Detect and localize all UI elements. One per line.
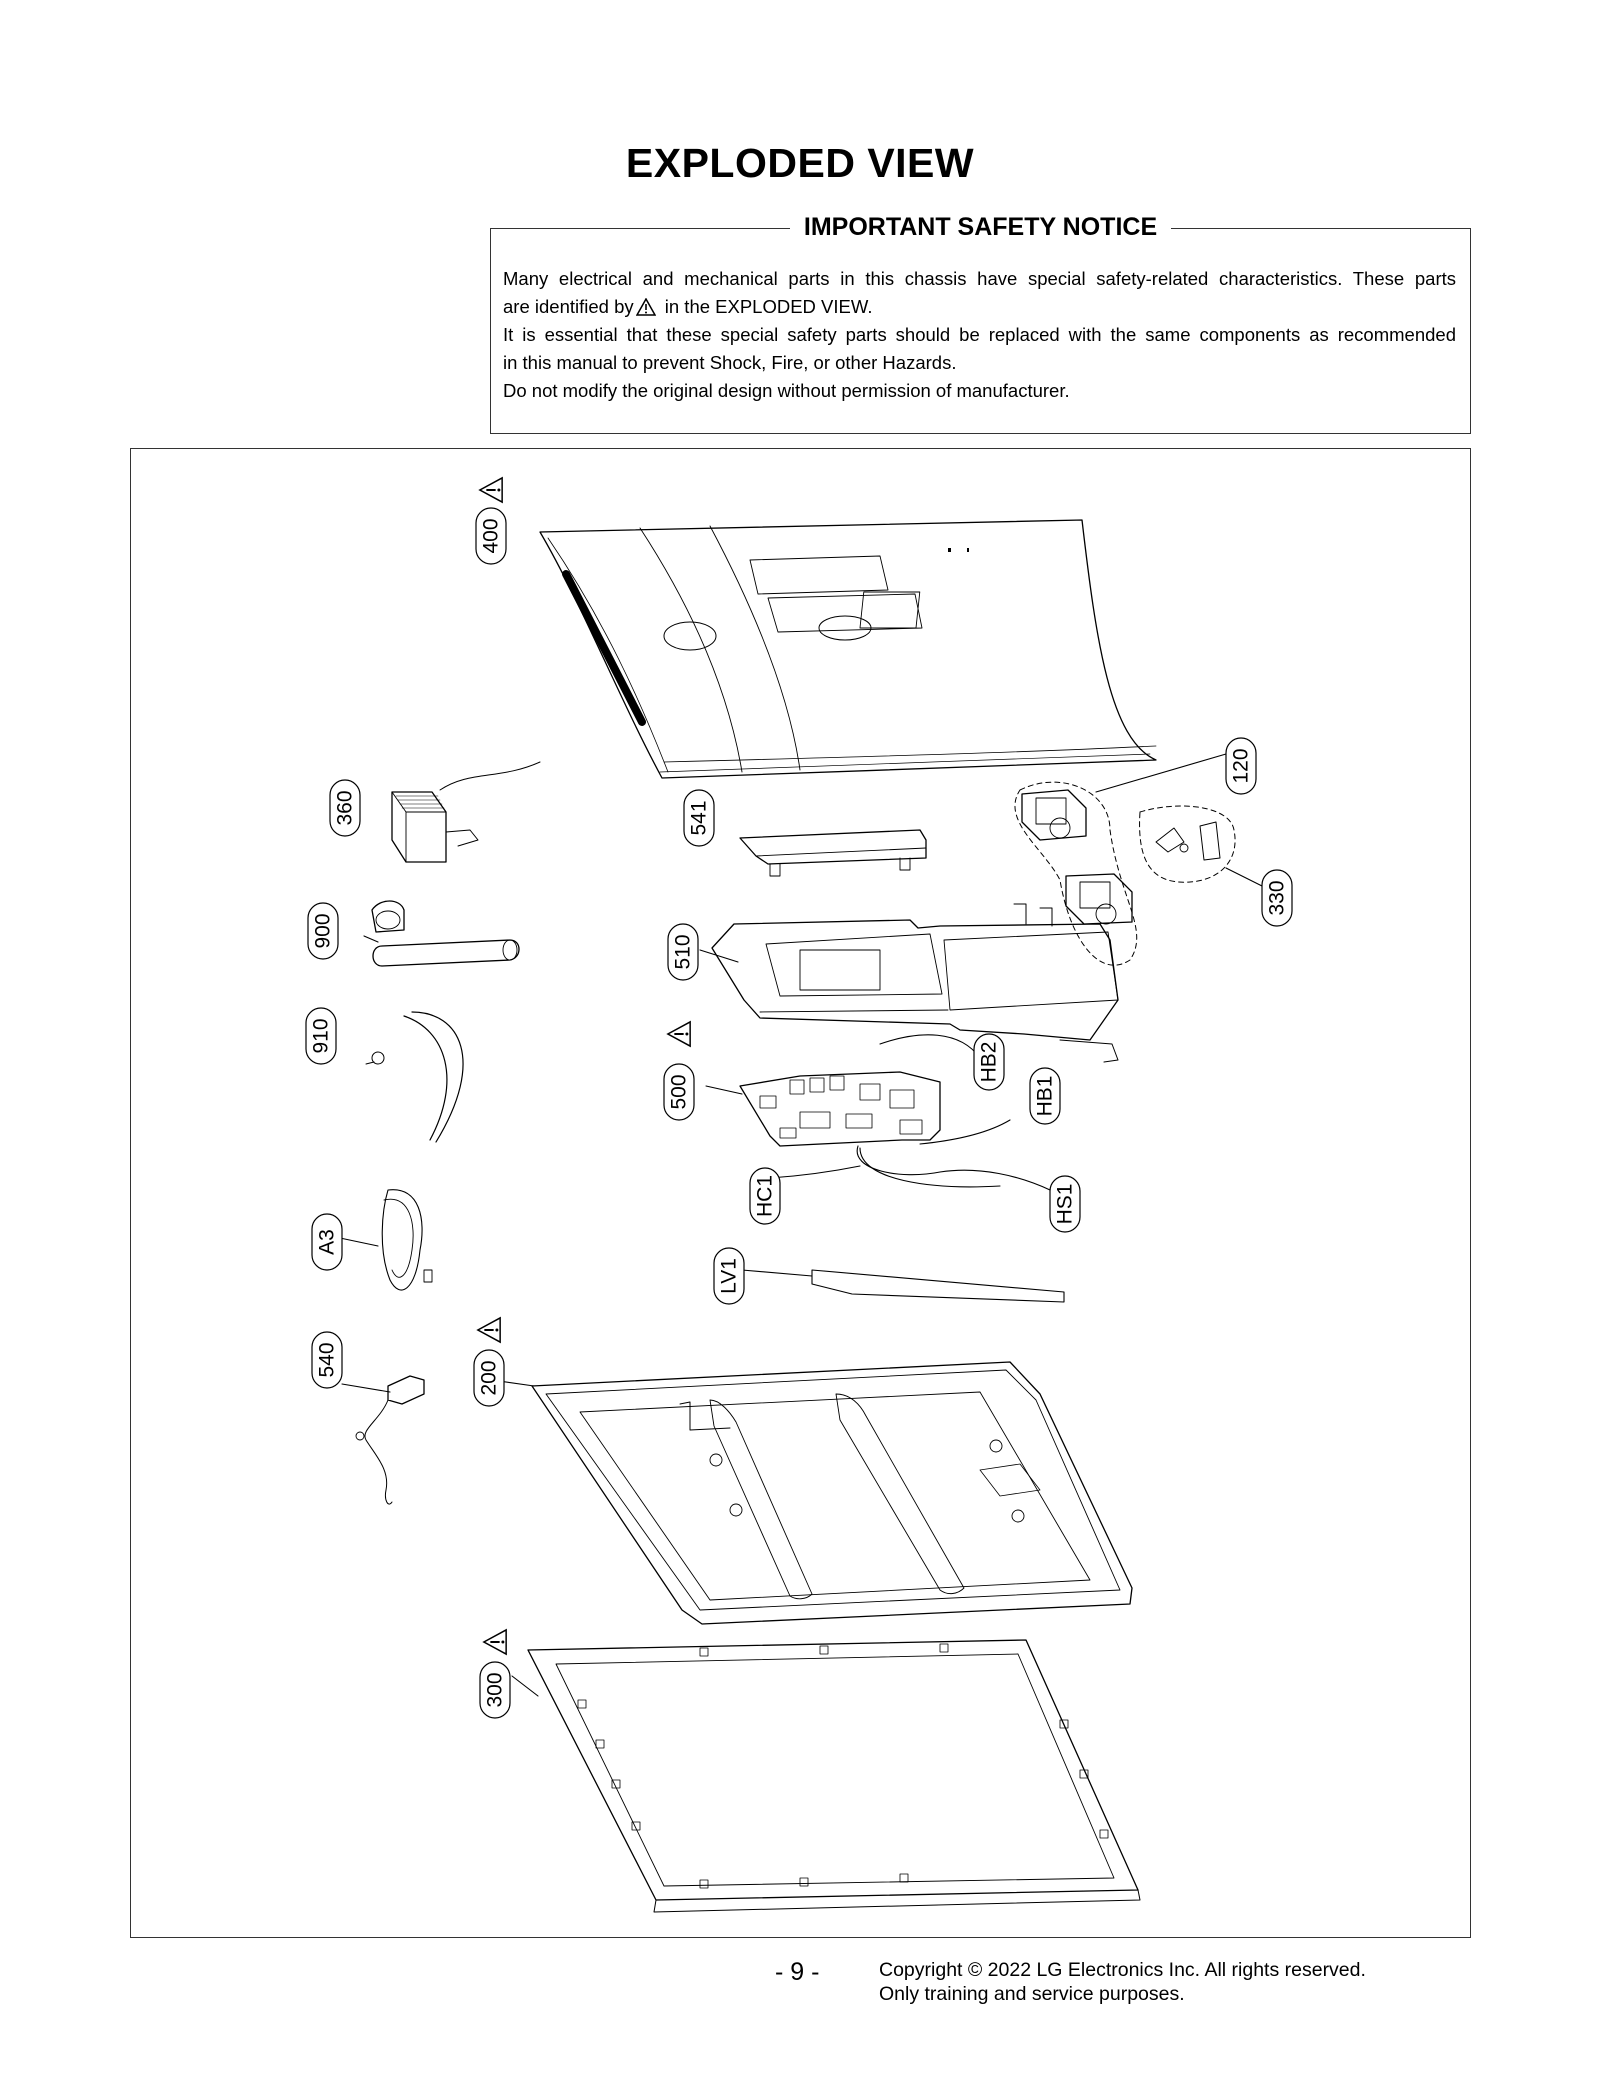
part-300-front-bezel <box>511 1639 1141 1913</box>
warning-triangle-icon <box>635 298 656 316</box>
part-500-main-board <box>705 1071 941 1147</box>
callout-lv1: LV1 <box>718 1258 741 1294</box>
callout-910-oval <box>305 1007 337 1065</box>
notice-line-3: It is essential that these special safet… <box>503 324 1456 345</box>
callout-540: 540 <box>316 1342 339 1377</box>
notice-line-1: Many electrical and mechanical parts in … <box>503 268 1456 289</box>
callout-hc1: HC1 <box>754 1175 777 1217</box>
callout-400: 400 <box>480 518 503 553</box>
notice-heading: IMPORTANT SAFETY NOTICE <box>789 213 1172 241</box>
callout-hb2: HB2 <box>978 1042 1001 1083</box>
callout-hb1-oval <box>1029 1067 1061 1125</box>
callout-510-oval <box>667 923 699 981</box>
callout-330: 330 <box>1266 880 1289 915</box>
part-540-ac-adapter <box>341 1375 425 1505</box>
callout-200: 200 <box>478 1360 501 1395</box>
part-910-stand-arm <box>365 1011 464 1143</box>
callout-hs1-oval <box>1049 1175 1081 1233</box>
warning-triangle-icon <box>482 1628 508 1656</box>
callout-200-oval <box>473 1349 505 1407</box>
callout-120: 120 <box>1230 748 1253 783</box>
callout-300-oval <box>479 1661 511 1719</box>
callout-120-oval <box>1225 737 1257 795</box>
page-title: EXPLODED VIEW <box>625 140 975 186</box>
notice-line-2: are identified by in the EXPLODED VIEW. <box>503 296 873 317</box>
warning-triangle-icon <box>476 1316 502 1344</box>
copyright-line-1: Copyright © 2022 LG Electronics Inc. All… <box>879 1959 1366 1981</box>
callout-300: 300 <box>484 1672 507 1707</box>
part-speaker <box>391 761 541 863</box>
copyright-line-2: Only training and service purposes. <box>879 1983 1185 2005</box>
callout-540-oval <box>311 1331 343 1389</box>
callout-330-oval <box>1261 869 1293 927</box>
callout-900-oval <box>307 902 339 960</box>
notice-body: Many electrical and mechanical parts in … <box>503 265 1456 405</box>
part-a3-power-cord <box>339 1189 433 1291</box>
callout-hb2-oval <box>973 1033 1005 1091</box>
part-120-hinge-group <box>1014 753 1227 966</box>
callout-400-oval <box>475 507 507 565</box>
part-330-small-hinge <box>1139 805 1263 887</box>
callout-541: 541 <box>688 800 711 835</box>
callout-360-oval <box>329 779 361 837</box>
callout-hc1-oval <box>749 1167 781 1225</box>
part-510-main-shield <box>699 903 1119 1063</box>
callout-500-oval <box>663 1063 695 1121</box>
exploded-view-diagram-frame <box>130 448 1471 1938</box>
callout-lv1-oval <box>713 1247 745 1305</box>
copyright: Copyright © 2022 LG Electronics Inc. All… <box>879 1958 1366 2006</box>
callout-hs1: HS1 <box>1054 1184 1077 1225</box>
part-900-stand-base <box>363 900 520 967</box>
back-cover-black-strip <box>562 570 646 726</box>
part-541-bracket <box>739 829 927 877</box>
callout-a3: A3 <box>316 1229 339 1255</box>
part-200-panel-frame <box>491 1361 1133 1625</box>
callout-hb1: HB1 <box>1034 1076 1057 1117</box>
page-number: - 9 - <box>775 1958 820 1986</box>
warning-triangle-icon <box>666 1020 692 1048</box>
part-back-cover <box>539 519 1157 779</box>
part-cables <box>741 1034 1065 1303</box>
warning-triangle-icon <box>478 476 504 504</box>
callout-541-oval <box>683 789 715 847</box>
callout-510: 510 <box>672 934 695 969</box>
safety-notice-box: IMPORTANT SAFETY NOTICE Many electrical … <box>490 213 1471 434</box>
callout-360: 360 <box>334 790 357 825</box>
callout-a3-oval <box>311 1213 343 1271</box>
callout-910: 910 <box>310 1018 333 1053</box>
callout-900: 900 <box>312 913 335 948</box>
notice-line-4: in this manual to prevent Shock, Fire, o… <box>503 352 957 373</box>
callout-500: 500 <box>668 1074 691 1109</box>
notice-line-5: Do not modify the original design withou… <box>503 380 1070 401</box>
